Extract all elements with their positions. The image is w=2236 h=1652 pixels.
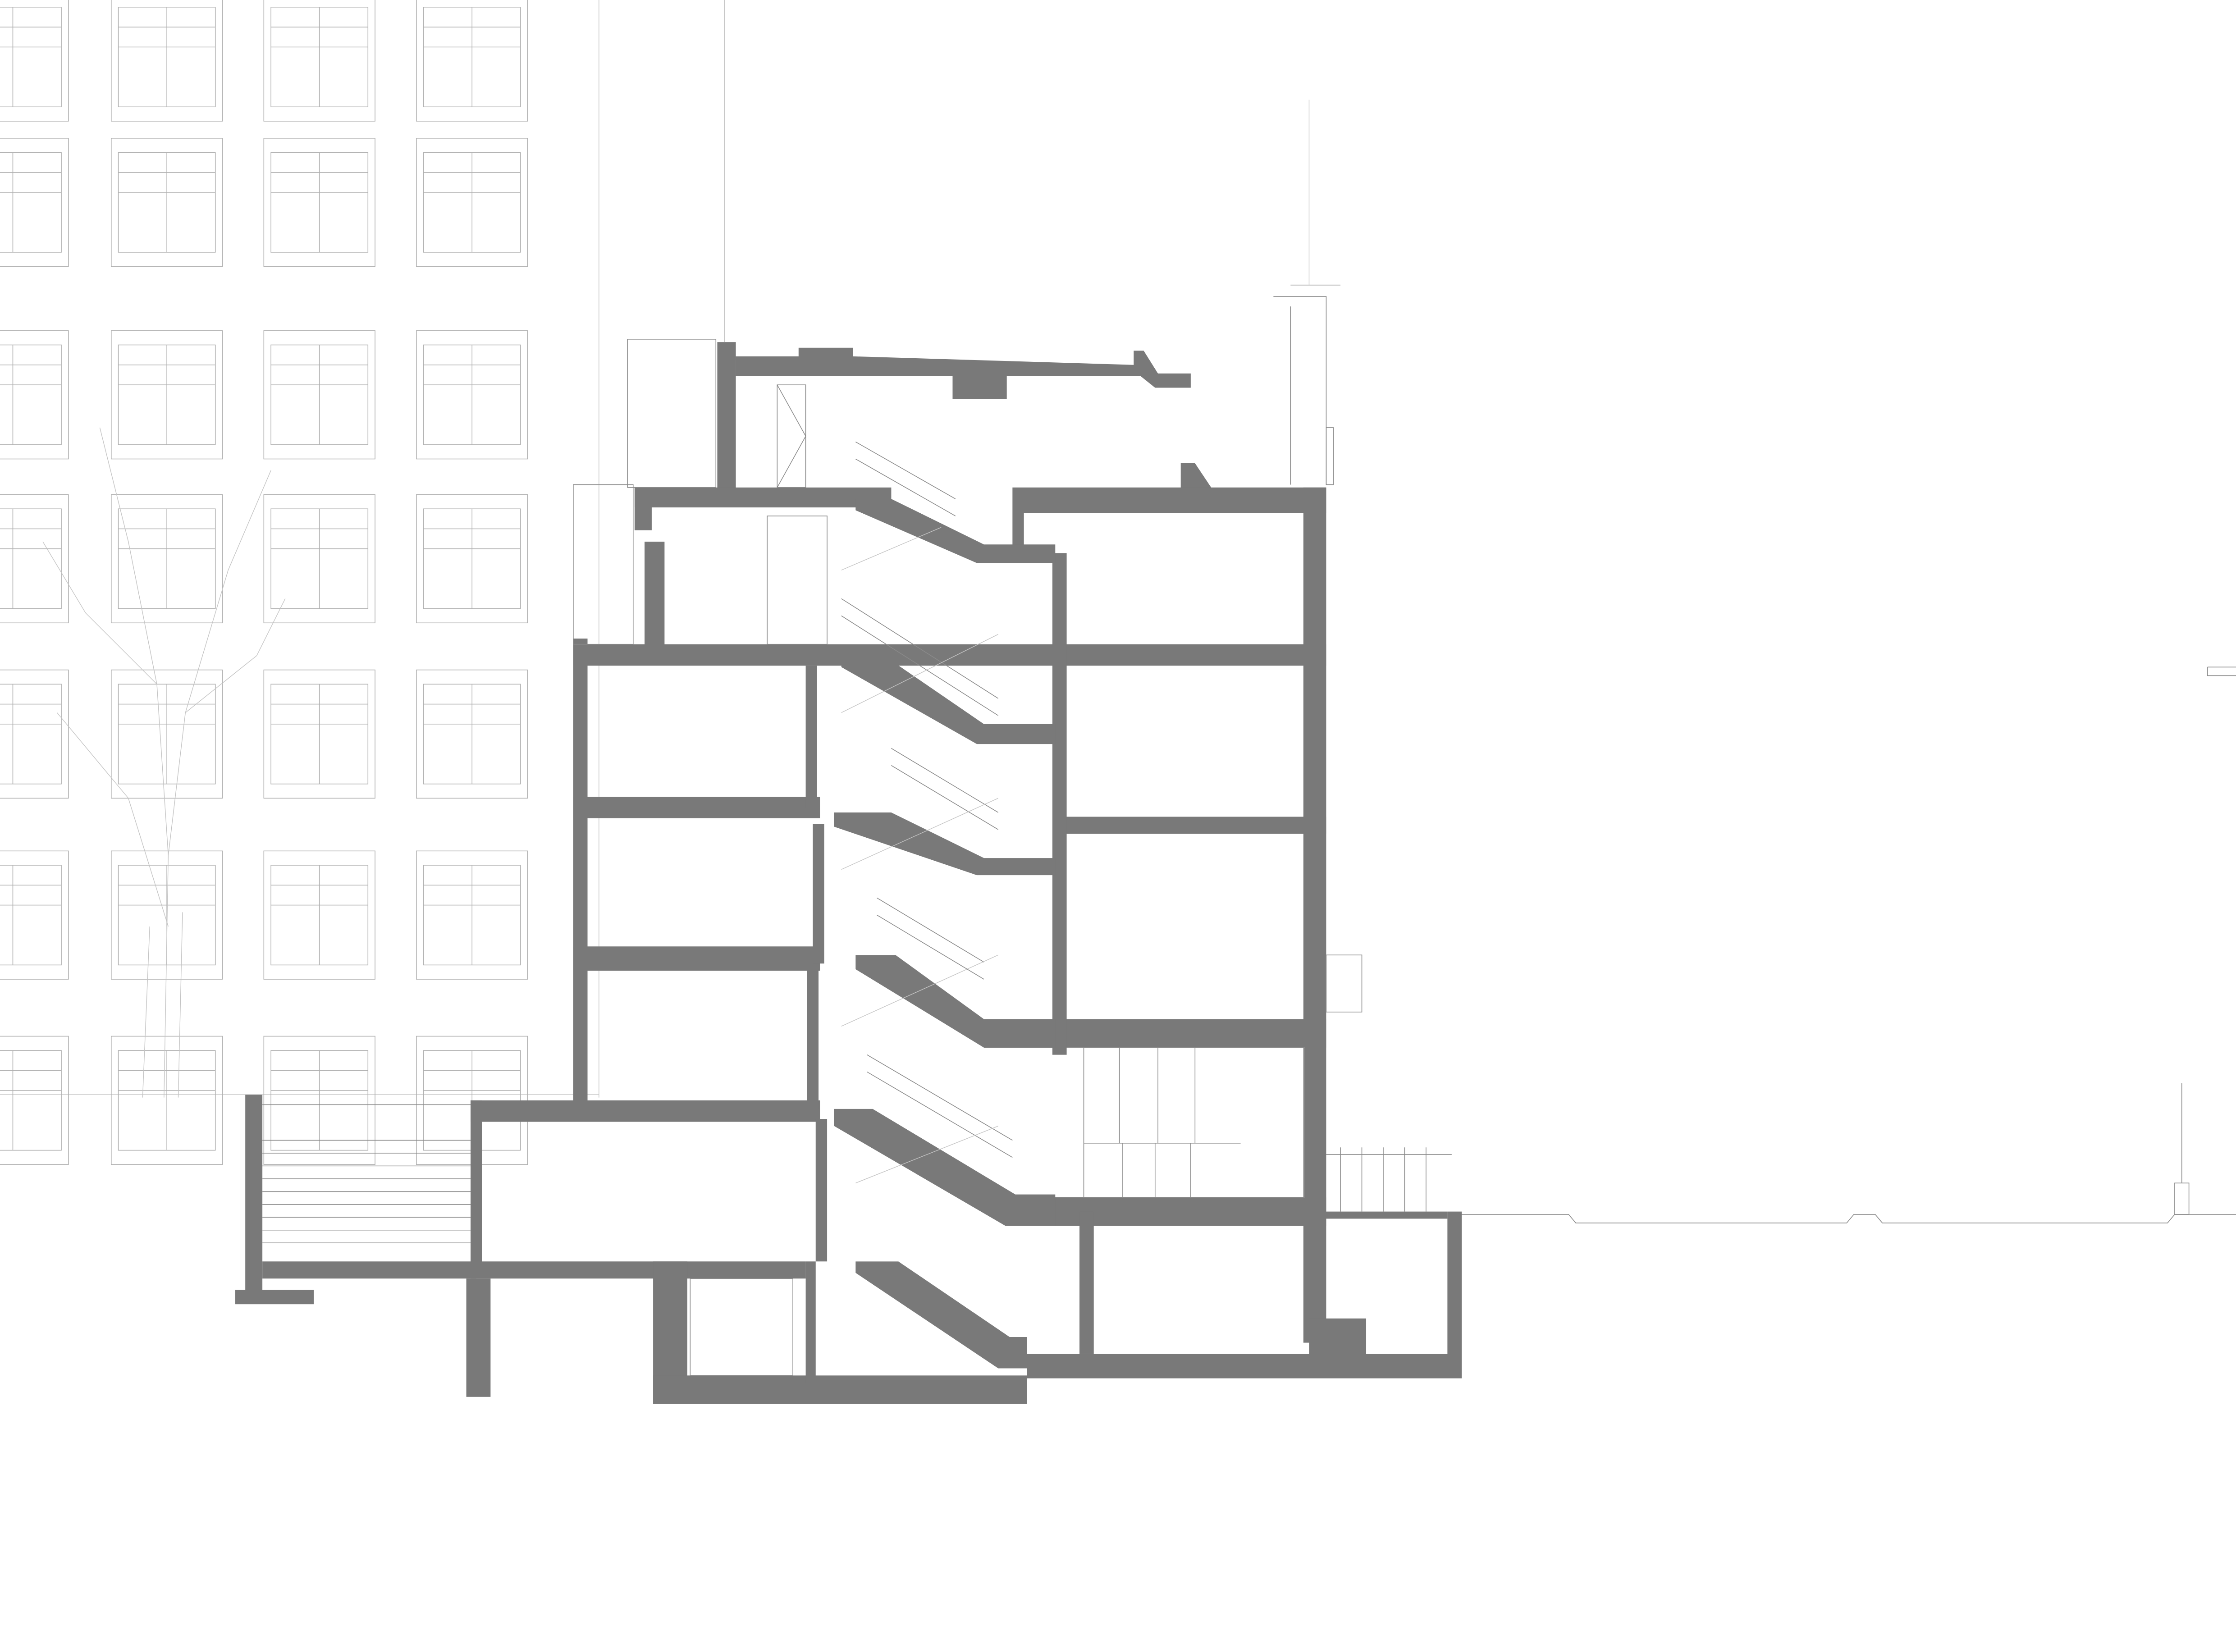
- interior-lines: [573, 0, 1452, 1376]
- basement-ceiling-slab: [471, 1261, 806, 1279]
- roof-door: [777, 384, 806, 488]
- background-window: [0, 1036, 69, 1165]
- background-window: [263, 669, 375, 799]
- background-window: [110, 1036, 223, 1165]
- background-window: [263, 0, 375, 122]
- roof-parapet-left: [717, 342, 736, 492]
- street-ground-line: [1462, 1214, 2236, 1223]
- background-window: [263, 850, 375, 980]
- background-window: [110, 850, 223, 980]
- floor-slab-1-left: [471, 1100, 820, 1122]
- background-window: [110, 330, 223, 460]
- kitchen-units: [1083, 1047, 1305, 1198]
- tree-outline: [42, 427, 286, 1098]
- floor-slab-ground-right: [1015, 1197, 1326, 1226]
- street-lamp: [2174, 1083, 2190, 1215]
- front-facade-wall: [1303, 487, 1326, 1343]
- garden-wall-left: [235, 1095, 476, 1305]
- upper-right-slab: [1012, 487, 1326, 549]
- background-window: [263, 1036, 375, 1165]
- floor-slab-3-left: [573, 797, 820, 818]
- floor-slab-2-left: [573, 946, 820, 971]
- attic-floor-slab: [634, 487, 892, 508]
- roof-slab: [736, 347, 1191, 388]
- floor-slab-3-right: [1062, 817, 1326, 834]
- floor-slab-4: [573, 644, 1326, 666]
- roof-eaves: [1180, 463, 1212, 489]
- staircase: [834, 441, 1056, 1369]
- opposite-building-cornice: [2207, 666, 2236, 676]
- background-window: [110, 669, 223, 799]
- cellar-floor-slab: [1027, 1354, 1462, 1378]
- rear-facade-wall: [573, 639, 588, 1109]
- background-window: [0, 138, 69, 267]
- background-window: [416, 494, 528, 624]
- section-cut-walls-slabs: [466, 342, 1462, 1404]
- background-window: [0, 669, 69, 799]
- background-window: [110, 138, 223, 267]
- garden-steps: [262, 1140, 471, 1243]
- roof-terrace-screen: [627, 339, 717, 488]
- background-window: [416, 330, 528, 460]
- background-window: [110, 0, 223, 122]
- background-window: [110, 494, 223, 624]
- background-window: [416, 850, 528, 980]
- roof-beam: [952, 373, 1007, 399]
- background-window: [416, 0, 528, 122]
- background-window: [0, 850, 69, 980]
- central-spine-wall: [1052, 553, 1067, 1055]
- background-windows: [0, 0, 528, 1165]
- background-window: [0, 330, 69, 460]
- background-window: [263, 138, 375, 267]
- vault-wall: [1447, 1211, 1462, 1376]
- background-window: [416, 669, 528, 799]
- background-window: [0, 0, 69, 122]
- background-window: [263, 330, 375, 460]
- basement-floor-slab: [653, 1375, 1027, 1404]
- shower-screen: [767, 516, 828, 645]
- background-building-elevation: [0, 0, 599, 1098]
- front-balcony-railing: [1326, 954, 1363, 1013]
- background-window: [263, 494, 375, 624]
- background-window: [416, 138, 528, 267]
- background-window: [0, 494, 69, 624]
